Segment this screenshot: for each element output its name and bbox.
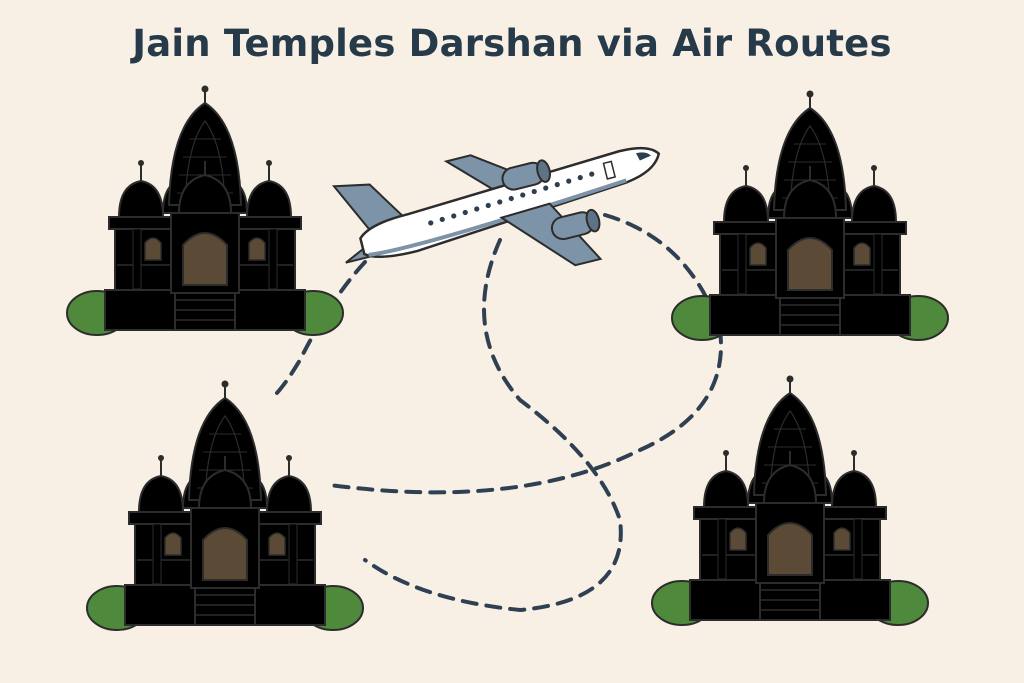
air-route-lines [273, 213, 723, 613]
engine [550, 208, 601, 241]
engine [501, 159, 551, 191]
temple-bottom-left [86, 379, 364, 631]
airplane-icon [331, 146, 661, 267]
page-title: Jain Temples Darshan via Air Routes [132, 22, 892, 65]
temple-bottom-right [651, 374, 929, 626]
temple-top-left [66, 84, 344, 336]
route-right [328, 213, 723, 495]
route-left [273, 260, 367, 397]
route-loop [363, 238, 623, 613]
temple-top-right [671, 89, 949, 341]
